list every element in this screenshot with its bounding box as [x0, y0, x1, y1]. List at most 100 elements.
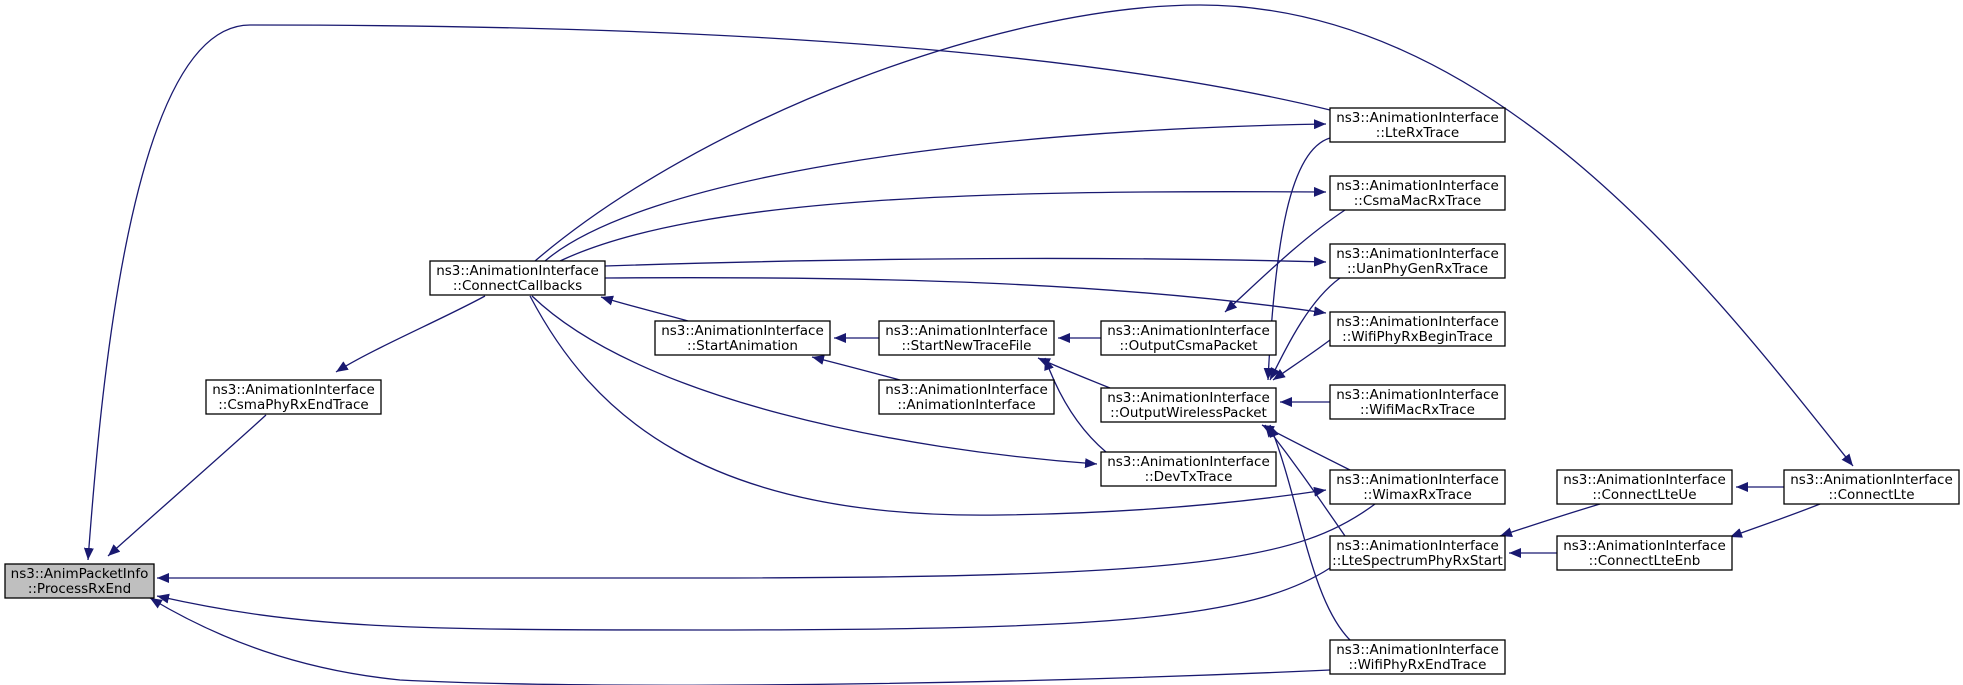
node-method-label: ::StartNewTraceFile [902, 338, 1032, 354]
edge-connect-callbacks-to-uan-phy-gen-rx-trace [604, 256, 1327, 267]
node-dev-tx-trace[interactable]: ns3::AnimationInterface::DevTxTrace [1100, 451, 1277, 487]
node-namespace-label: ns3::AnimationInterface [1107, 390, 1270, 406]
node-start-new-trace-file[interactable]: ns3::AnimationInterface::StartNewTraceFi… [878, 320, 1055, 356]
node-output-wireless-packet[interactable]: ns3::AnimationInterface::OutputWirelessP… [1100, 387, 1277, 423]
edge-output-wireless-packet-to-start-new-trace-file [1037, 357, 1111, 389]
node-method-label: ::LteRxTrace [1376, 125, 1459, 141]
node-start-animation[interactable]: ns3::AnimationInterface::StartAnimation [654, 320, 831, 356]
node-namespace-label: ns3::AnimationInterface [1336, 642, 1499, 658]
edge-connect-callbacks-to-wifi-phy-rx-begin-trace [604, 277, 1327, 317]
node-connect-callbacks[interactable]: ns3::AnimationInterface::ConnectCallback… [429, 260, 606, 296]
node-box [1329, 175, 1506, 211]
node-box [429, 260, 606, 296]
edge-wifi-phy-rx-end-trace-to-process-rx-end [149, 597, 1331, 685]
node-namespace-label: ns3::AnimationInterface [1336, 110, 1499, 126]
node-method-label: ::WifiPhyRxEndTrace [1349, 657, 1487, 673]
node-method-label: ::ConnectCallbacks [453, 278, 582, 294]
node-method-label: ::ConnectLte [1828, 487, 1914, 503]
node-csma-phy-rx-end-trace[interactable]: ns3::AnimationInterface::CsmaPhyRxEndTra… [205, 379, 382, 415]
edge-dev-tx-trace-to-start-new-trace-file [1044, 357, 1107, 453]
node-box [1329, 384, 1506, 420]
edge-lte-rx-trace-to-output-wireless-packet [1263, 137, 1331, 381]
node-namespace-label: ns3::AnimationInterface [1563, 472, 1726, 488]
node-method-label: ::WifiMacRxTrace [1360, 402, 1475, 418]
node-wifi-phy-rx-begin-trace[interactable]: ns3::AnimationInterface::WifiPhyRxBeginT… [1329, 311, 1506, 347]
node-box [1329, 311, 1506, 347]
node-box [4, 563, 155, 599]
node-method-label: ::DevTxTrace [1145, 469, 1233, 485]
node-box [1329, 535, 1506, 571]
node-box [1556, 469, 1733, 505]
node-namespace-label: ns3::AnimationInterface [212, 382, 375, 398]
node-wifi-mac-rx-trace[interactable]: ns3::AnimationInterface::WifiMacRxTrace [1329, 384, 1506, 420]
node-namespace-label: ns3::AnimationInterface [436, 263, 599, 279]
node-method-label: ::CsmaMacRxTrace [1354, 193, 1482, 209]
node-namespace-label: ns3::AnimationInterface [1336, 246, 1499, 262]
node-box [654, 320, 831, 356]
node-namespace-label: ns3::AnimationInterface [1336, 472, 1499, 488]
node-method-label: ::OutputWirelessPacket [1110, 405, 1267, 421]
node-animation-interface-ctor[interactable]: ns3::AnimationInterface::AnimationInterf… [878, 379, 1055, 415]
edge-lte-rx-trace-to-process-rx-end [83, 24, 1331, 561]
node-method-label: ::LteSpectrumPhyRxStart [1332, 553, 1503, 569]
edge-csma-phy-rx-end-trace-to-process-rx-end [107, 414, 267, 557]
edge-connect-callbacks-to-connect-lte [534, 4, 1854, 467]
edge-wimax-rx-trace-to-process-rx-end [157, 503, 1376, 583]
edges-layer [83, 4, 1854, 685]
node-method-label: ::StartAnimation [687, 338, 798, 354]
node-connect-lte-ue[interactable]: ns3::AnimationInterface::ConnectLteUe [1556, 469, 1733, 505]
node-box [1783, 469, 1960, 505]
nodes-layer: ns3::AnimPacketInfo::ProcessRxEndns3::An… [4, 107, 1960, 675]
edge-connect-callbacks-to-wimax-rx-trace [529, 295, 1327, 516]
edge-wifi-phy-rx-begin-trace-to-output-wireless-packet [1272, 339, 1331, 381]
node-csma-mac-rx-trace[interactable]: ns3::AnimationInterface::CsmaMacRxTrace [1329, 175, 1506, 211]
edge-lte-spectrum-phy-rx-start-to-output-wireless-packet [1264, 424, 1346, 537]
node-box [878, 379, 1055, 415]
node-namespace-label: ns3::AnimationInterface [885, 323, 1048, 339]
node-connect-lte[interactable]: ns3::AnimationInterface::ConnectLte [1783, 469, 1960, 505]
edge-connect-callbacks-to-lte-rx-trace [544, 119, 1327, 262]
node-output-csma-packet[interactable]: ns3::AnimationInterface::OutputCsmaPacke… [1100, 320, 1277, 356]
edge-connect-callbacks-to-csma-mac-rx-trace [559, 186, 1327, 262]
node-box [1556, 535, 1733, 571]
node-namespace-label: ns3::AnimationInterface [1336, 387, 1499, 403]
edge-start-animation-to-connect-callbacks [600, 295, 689, 322]
node-method-label: ::CsmaPhyRxEndTrace [218, 397, 369, 413]
edge-uan-phy-gen-rx-trace-to-output-wireless-packet [1269, 277, 1341, 381]
edge-animation-interface-ctor-to-start-animation [811, 355, 901, 381]
edge-csma-mac-rx-trace-to-output-csma-packet [1224, 209, 1346, 313]
node-namespace-label: ns3::AnimationInterface [1336, 178, 1499, 194]
node-box [1329, 469, 1506, 505]
node-uan-phy-gen-rx-trace[interactable]: ns3::AnimationInterface::UanPhyGenRxTrac… [1329, 243, 1506, 279]
node-wimax-rx-trace[interactable]: ns3::AnimationInterface::WimaxRxTrace [1329, 469, 1506, 505]
edge-connect-lte-ue-to-lte-spectrum-phy-rx-start [1499, 503, 1601, 537]
node-process-rx-end[interactable]: ns3::AnimPacketInfo::ProcessRxEnd [4, 563, 155, 599]
node-method-label: ::WifiPhyRxBeginTrace [1342, 329, 1493, 345]
node-box [1100, 451, 1277, 487]
node-namespace-label: ns3::AnimationInterface [1563, 538, 1726, 554]
node-lte-rx-trace[interactable]: ns3::AnimationInterface::LteRxTrace [1329, 107, 1506, 143]
node-lte-spectrum-phy-rx-start[interactable]: ns3::AnimationInterface::LteSpectrumPhyR… [1329, 535, 1506, 571]
node-namespace-label: ns3::AnimationInterface [1107, 323, 1270, 339]
node-namespace-label: ns3::AnimPacketInfo [11, 566, 149, 582]
node-method-label: ::UanPhyGenRxTrace [1347, 261, 1488, 277]
node-method-label: ::OutputCsmaPacket [1119, 338, 1257, 354]
node-namespace-label: ns3::AnimationInterface [1790, 472, 1953, 488]
node-method-label: ::ConnectLteEnb [1589, 553, 1701, 569]
node-box [1329, 639, 1506, 675]
node-namespace-label: ns3::AnimationInterface [1336, 538, 1499, 554]
node-wifi-phy-rx-end-trace[interactable]: ns3::AnimationInterface::WifiPhyRxEndTra… [1329, 639, 1506, 675]
node-method-label: ::ProcessRxEnd [28, 581, 131, 597]
edge-wifi-phy-rx-end-trace-to-output-wireless-packet [1269, 424, 1351, 641]
edge-lte-spectrum-phy-rx-start-to-process-rx-end [156, 567, 1331, 631]
edge-connect-callbacks-to-csma-phy-rx-end-trace [335, 295, 486, 373]
node-box [1100, 320, 1277, 356]
node-namespace-label: ns3::AnimationInterface [1107, 454, 1270, 470]
node-namespace-label: ns3::AnimationInterface [661, 323, 824, 339]
node-box [878, 320, 1055, 356]
node-namespace-label: ns3::AnimationInterface [1336, 314, 1499, 330]
node-box [1100, 387, 1277, 423]
node-box [1329, 243, 1506, 279]
node-box [1329, 107, 1506, 143]
node-connect-lte-enb[interactable]: ns3::AnimationInterface::ConnectLteEnb [1556, 535, 1733, 571]
